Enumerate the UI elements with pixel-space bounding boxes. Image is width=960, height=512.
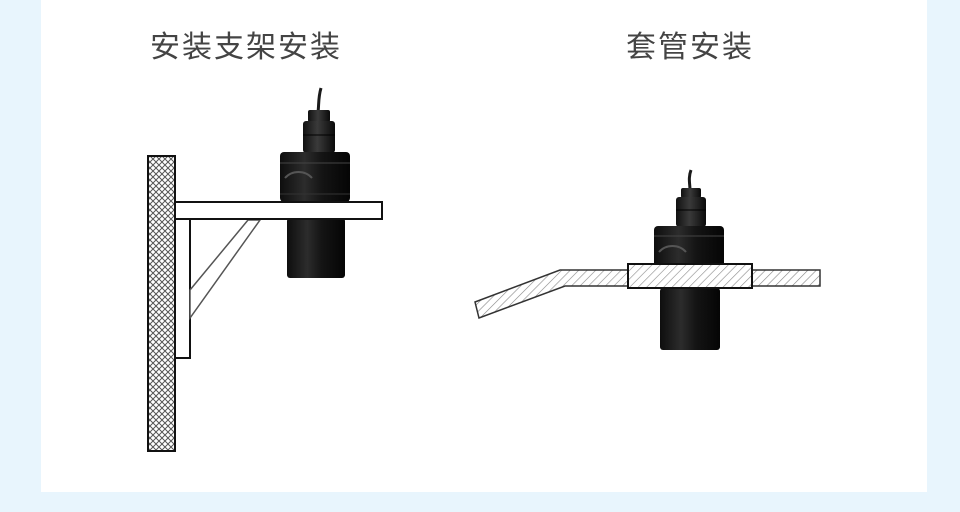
ultrasonic-sensor bbox=[280, 87, 350, 278]
sleeve-mount-title: 套管安装 bbox=[626, 30, 754, 65]
bracket-mount-title: 安装支架安装 bbox=[150, 30, 342, 65]
bracket bbox=[174, 214, 262, 359]
sleeve-mount-diagram bbox=[474, 169, 821, 350]
bracket-arm bbox=[174, 201, 383, 220]
ultrasonic-sensor-sleeve bbox=[654, 169, 724, 350]
bracket-mount-diagram bbox=[147, 87, 383, 452]
wall bbox=[147, 155, 176, 452]
sleeve bbox=[627, 263, 753, 289]
